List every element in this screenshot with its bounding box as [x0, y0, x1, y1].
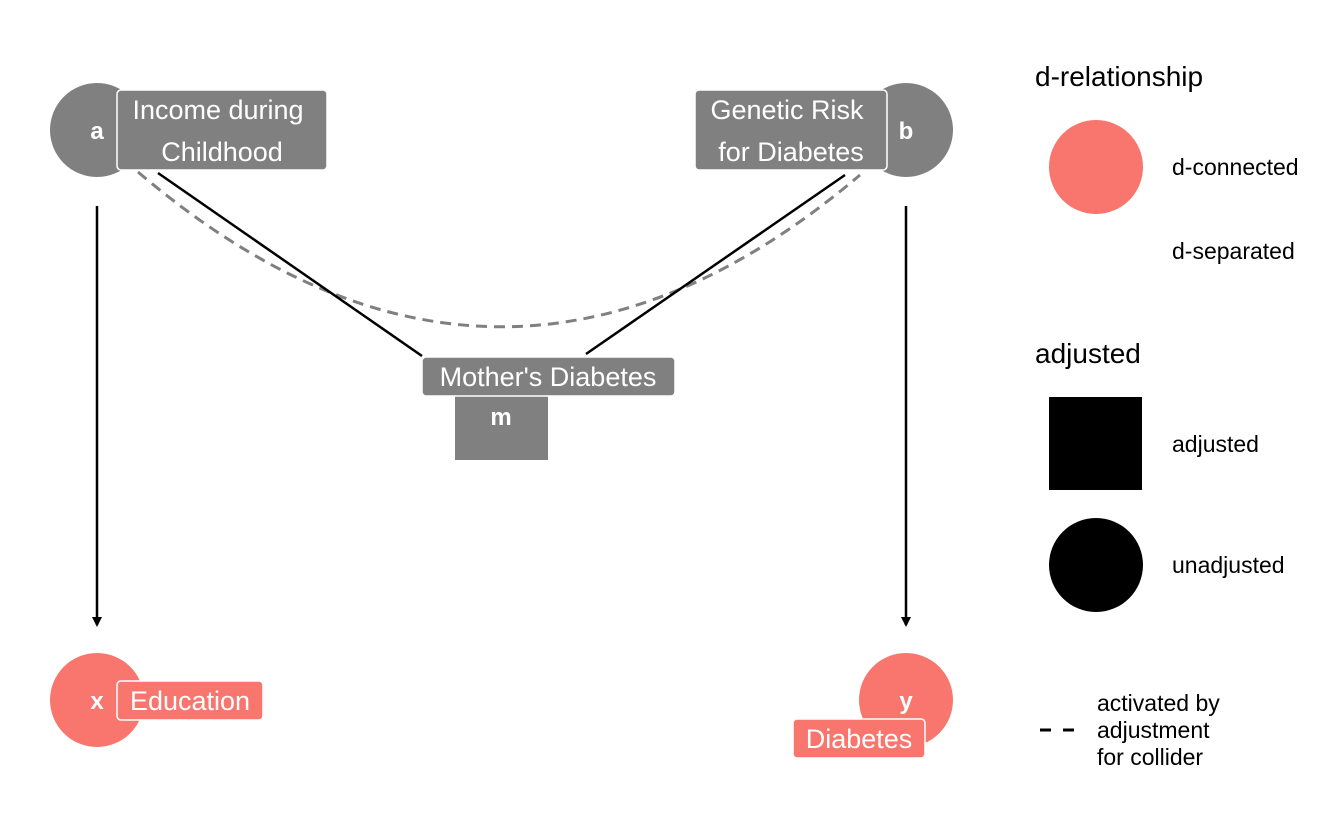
node-a-name: a: [90, 118, 104, 145]
node-m: m Mother's Diabetes: [421, 356, 676, 460]
edge-collider-path-dashed: [137, 170, 861, 329]
edge-a-m: [157, 171, 423, 358]
legend-label-dashed-1: activated by: [1097, 690, 1220, 716]
legend-key-connected: [1049, 120, 1143, 214]
node-a: a Income during Childhood: [50, 83, 328, 177]
legend-label-adjusted: adjusted: [1172, 431, 1259, 457]
node-a-label-line2: Childhood: [161, 137, 283, 167]
node-m-name: m: [490, 404, 511, 431]
legend-label-connected: d-connected: [1172, 154, 1299, 180]
node-b: b Genetic Risk for Diabetes: [694, 83, 953, 177]
legend-key-unadjusted: [1049, 518, 1143, 612]
legend-label-dashed-2: adjustment: [1097, 717, 1210, 743]
legend-label-unadjusted: unadjusted: [1172, 552, 1285, 578]
legend-label-separated: d-separated: [1172, 238, 1295, 264]
node-y-name: y: [899, 688, 913, 715]
node-a-label-line1: Income during: [132, 95, 303, 125]
node-b-label-line1: Genetic Risk: [710, 95, 864, 125]
node-m-label: Mother's Diabetes: [440, 362, 657, 392]
legend: d-relationship d-connected d-separated a…: [1035, 61, 1299, 770]
edge-b-m: [585, 173, 846, 356]
legend-title-adjusted: adjusted: [1035, 338, 1141, 369]
node-x-label: Education: [130, 686, 250, 716]
node-b-label-line2: for Diabetes: [718, 137, 864, 167]
node-b-name: b: [899, 118, 914, 145]
node-x-name: x: [90, 688, 104, 715]
node-y: y Diabetes: [792, 653, 953, 759]
legend-title-d-relationship: d-relationship: [1035, 61, 1203, 92]
legend-key-adjusted: [1049, 397, 1142, 490]
node-x: x Education: [50, 653, 264, 747]
legend-label-dashed-3: for collider: [1097, 744, 1203, 770]
node-y-label: Diabetes: [806, 724, 913, 754]
